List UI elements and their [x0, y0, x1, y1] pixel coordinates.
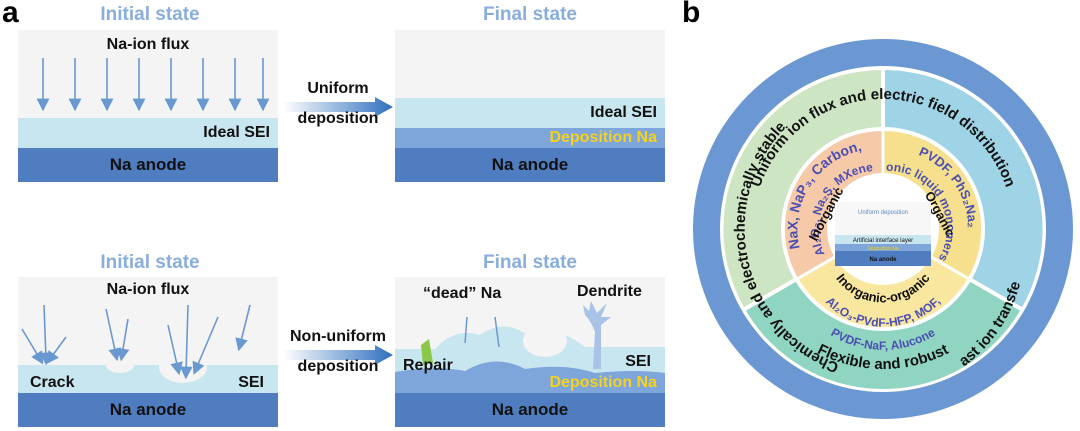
repair-label: Repair: [403, 357, 453, 374]
crack-label: Crack: [30, 374, 75, 391]
top-final-title: Final state: [483, 4, 577, 25]
top-process-arrow: [283, 97, 393, 117]
bottom-flux-arrows: [21, 304, 251, 383]
top-initial-sei: [18, 118, 278, 148]
bottom-final-anode: Na anode: [395, 393, 665, 427]
bottom-initial-title: Initial state: [100, 252, 200, 273]
top-final-box: Ideal SEI Deposition Na Na anode: [395, 30, 665, 182]
center-anode-layer: [835, 251, 931, 266]
top-flux-label: Na-ion flux: [106, 36, 190, 53]
top-final-sei: [395, 98, 665, 128]
bottom-initial-sei-label: SEI: [238, 374, 264, 391]
bottom-arrow-label-2: deposition: [297, 358, 379, 375]
top-final-anode: Na anode: [395, 148, 665, 182]
top-initial-box: Na-ion flux Ideal SEI Na anode: [18, 30, 278, 182]
center-interface-layer: [835, 235, 931, 244]
panel-a-letter: a: [2, 0, 19, 29]
top-arrow-label-2: deposition: [297, 110, 379, 127]
bottom-initial-anode: Na anode: [18, 393, 278, 427]
top-initial-sei-label: Ideal SEI: [203, 124, 270, 141]
center-interface-label: Artificial interface layer: [853, 238, 913, 244]
panel-b-letter: b: [682, 0, 701, 29]
top-flux-arrows: [36, 58, 270, 112]
dead-na-label: “dead” Na: [423, 285, 502, 302]
bottom-initial-box: Na-ion flux Crack SEI Na anode: [18, 277, 278, 427]
center-deposition-layer: [835, 244, 931, 251]
panel-b-circle-diagram: Uniform ion flux and electric field dist…: [690, 30, 1073, 419]
bottom-arrow-label-1: Non-uniform: [290, 328, 386, 345]
bottom-final-box: “dead” Na Dendrite Repair SEI Deposition…: [395, 277, 665, 427]
dendrite-label: Dendrite: [577, 283, 642, 300]
center-deposition-label: Deposition Na: [867, 246, 899, 252]
center-uniform-deposition: Uniform deposition: [858, 210, 908, 216]
top-final-sei-label: Ideal SEI: [590, 104, 657, 121]
top-initial-title: Initial state: [100, 4, 200, 25]
bottom-flux-label: Na-ion flux: [106, 281, 190, 298]
top-arrow-label-1: Uniform: [307, 80, 369, 97]
bottom-initial-sei: [18, 365, 278, 393]
bottom-final-sei-label: SEI: [625, 353, 651, 370]
bottom-final-sei-shape: [395, 301, 665, 395]
bottom-process-arrow: [283, 345, 393, 365]
top-final-deposition-label: Deposition Na: [549, 129, 657, 146]
top-initial-anode: Na anode: [18, 148, 278, 182]
bottom-final-title: Final state: [483, 252, 577, 273]
top-final-deposition: [395, 128, 665, 148]
center-anode-label: Na anode: [869, 257, 897, 263]
bottom-final-deposition-label: Deposition Na: [549, 374, 657, 391]
